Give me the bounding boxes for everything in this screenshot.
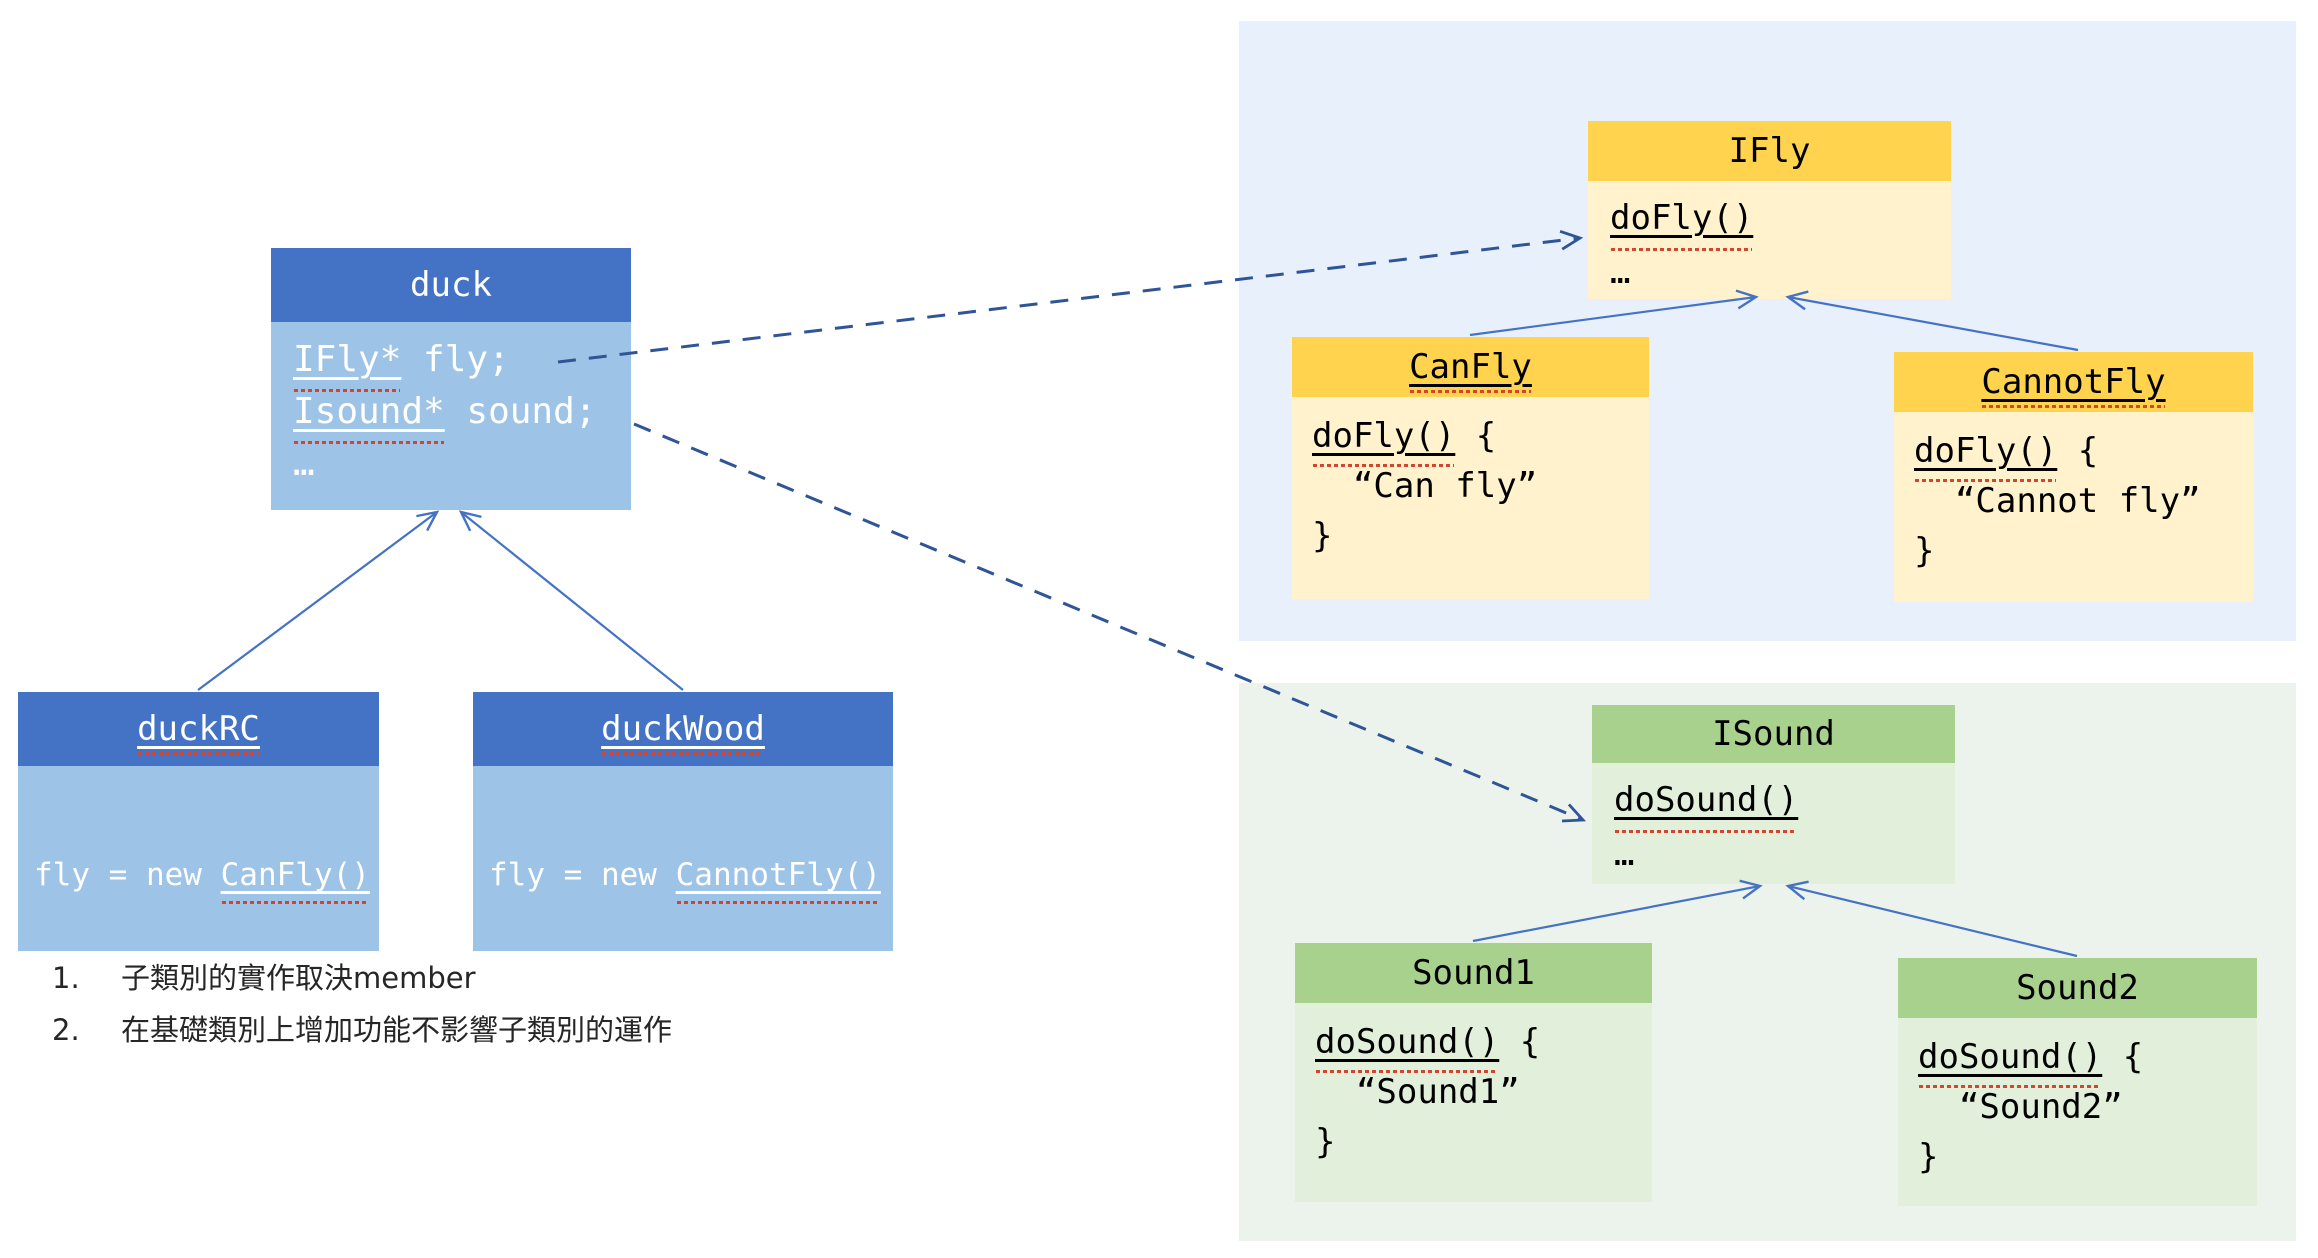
class-header-canfly: CanFly: [1292, 337, 1649, 397]
duckrc-assign-class: CanFly(): [221, 852, 370, 904]
note-1-number: 1.: [52, 961, 80, 995]
cannotfly-brace-close-text: }: [1914, 531, 1935, 571]
class-title-duckwood: duckWood: [601, 709, 765, 755]
cannotfly-brace-open: {: [2057, 431, 2099, 471]
class-body-canfly: doFly() { “Can fly” }: [1292, 397, 1649, 599]
class-box-cannotfly: CannotFly doFly() { “Cannot fly” }: [1894, 352, 2253, 602]
class-box-isound: ISound doSound() …: [1592, 705, 1955, 884]
sound2-string-line: “Sound2”: [1918, 1082, 2257, 1132]
canfly-string-text: “Can fly”: [1312, 466, 1538, 506]
isound-method: doSound(): [1614, 773, 1955, 833]
sound1-brace-open: {: [1499, 1022, 1541, 1062]
class-header-sound2: Sound2: [1898, 958, 2257, 1018]
duck-ellipsis: …: [293, 438, 631, 490]
class-box-sound1: Sound1 doSound() { “Sound1” }: [1295, 943, 1652, 1202]
class-box-duck: duck IFly* fly; Isound* sound; …: [271, 248, 631, 510]
note-2-number: 2.: [52, 1013, 80, 1047]
ifly-method-name: doFly(): [1610, 191, 1753, 251]
class-header-sound1: Sound1: [1295, 943, 1652, 1003]
class-header-duck: duck: [271, 248, 631, 322]
cannotfly-brace-close: }: [1914, 526, 2253, 576]
class-body-cannotfly: doFly() { “Cannot fly” }: [1894, 412, 2253, 602]
class-header-isound: ISound: [1592, 705, 1955, 763]
class-body-sound1: doSound() { “Sound1” }: [1295, 1003, 1652, 1202]
class-box-duckrc: duckRC fly = new CanFly(): [18, 692, 379, 951]
isound-ellipsis: …: [1614, 827, 1955, 881]
cannotfly-string-line: “Cannot fly”: [1914, 476, 2253, 526]
duck-sound-type: Isound*: [293, 386, 445, 444]
duckrc-assign-prefix: fly = new: [34, 857, 221, 893]
class-title-duck: duck: [410, 265, 492, 305]
canfly-brace-open: {: [1455, 416, 1497, 456]
note-item-2: 2. 在基礎類別上增加功能不影響子類別的運作: [52, 1004, 672, 1056]
sound2-method-line: doSound() {: [1918, 1032, 2257, 1088]
note-item-1: 1. 子類別的實作取決member: [52, 952, 672, 1004]
class-title-duckrc: duckRC: [137, 709, 260, 755]
class-header-duckwood: duckWood: [473, 692, 893, 766]
class-body-sound2: doSound() { “Sound2” }: [1898, 1018, 2257, 1206]
canfly-brace-close-text: }: [1312, 516, 1333, 556]
canfly-method-line: doFly() {: [1312, 411, 1649, 467]
notes-list: 1. 子類別的實作取決member 2. 在基礎類別上增加功能不影響子類別的運作: [52, 952, 672, 1056]
note-2-text: 在基礎類別上增加功能不影響子類別的運作: [121, 1013, 673, 1047]
canfly-method-name: doFly(): [1312, 411, 1455, 467]
class-header-duckrc: duckRC: [18, 692, 379, 766]
isound-ellipsis-text: …: [1614, 834, 1635, 874]
sound1-string-text: “Sound1”: [1315, 1072, 1520, 1112]
canfly-string-line: “Can fly”: [1312, 461, 1649, 511]
ifly-ellipsis-text: …: [1610, 252, 1631, 292]
ifly-method: doFly(): [1610, 191, 1951, 251]
duck-field-fly: IFly* fly;: [293, 334, 631, 392]
class-body-ifly: doFly() …: [1588, 181, 1951, 299]
sound2-brace-close-text: }: [1918, 1137, 1939, 1177]
cannotfly-string-text: “Cannot fly”: [1914, 481, 2201, 521]
ifly-ellipsis: …: [1610, 245, 1951, 299]
class-box-canfly: CanFly doFly() { “Can fly” }: [1292, 337, 1649, 599]
class-title-ifly: IFly: [1728, 131, 1811, 171]
class-box-duckwood: duckWood fly = new CannotFly(): [473, 692, 893, 951]
class-header-ifly: IFly: [1588, 121, 1951, 181]
sound1-brace-close-text: }: [1315, 1122, 1336, 1162]
sound2-string-text: “Sound2”: [1918, 1087, 2123, 1127]
duckwood-assign-class: CannotFly(): [676, 852, 881, 904]
sound2-method-name: doSound(): [1918, 1032, 2102, 1088]
duck-sound-rest: sound;: [444, 391, 597, 432]
class-title-sound1: Sound1: [1412, 953, 1535, 993]
duck-fly-type: IFly*: [293, 334, 401, 392]
inheritance-line-duckrc-to-duck: [197, 510, 440, 691]
note-1-text: 子類別的實作取決member: [121, 961, 476, 995]
class-header-cannotfly: CannotFly: [1894, 352, 2253, 412]
class-box-ifly: IFly doFly() …: [1588, 121, 1951, 299]
cannotfly-method-line: doFly() {: [1914, 426, 2253, 482]
sound1-method-line: doSound() {: [1315, 1017, 1652, 1073]
duckwood-assignment: fly = new CannotFly(): [489, 852, 893, 904]
class-title-sound2: Sound2: [2016, 968, 2139, 1008]
sound1-string-line: “Sound1”: [1315, 1067, 1652, 1117]
class-body-duckwood: fly = new CannotFly(): [473, 766, 893, 951]
sound1-brace-close: }: [1315, 1117, 1652, 1167]
class-title-canfly: CanFly: [1409, 347, 1532, 393]
class-title-isound: ISound: [1712, 714, 1835, 754]
cannotfly-method-name: doFly(): [1914, 426, 2057, 482]
duckwood-assign-prefix: fly = new: [489, 857, 676, 893]
isound-method-name: doSound(): [1614, 773, 1798, 833]
duckrc-assignment: fly = new CanFly(): [34, 852, 379, 904]
duck-field-sound: Isound* sound;: [293, 386, 631, 444]
sound1-method-name: doSound(): [1315, 1017, 1499, 1073]
class-box-sound2: Sound2 doSound() { “Sound2” }: [1898, 958, 2257, 1206]
class-body-isound: doSound() …: [1592, 763, 1955, 884]
class-title-cannotfly: CannotFly: [1981, 362, 2166, 408]
duck-fly-rest: fly;: [401, 339, 510, 380]
class-body-duck: IFly* fly; Isound* sound; …: [271, 322, 631, 510]
canfly-brace-close: }: [1312, 511, 1649, 561]
class-body-duckrc: fly = new CanFly(): [18, 766, 379, 951]
sound2-brace-open: {: [2102, 1037, 2144, 1077]
duck-ellipsis-text: …: [293, 443, 315, 484]
sound2-brace-close: }: [1918, 1132, 2257, 1182]
inheritance-line-duckwood-to-duck: [458, 510, 684, 691]
